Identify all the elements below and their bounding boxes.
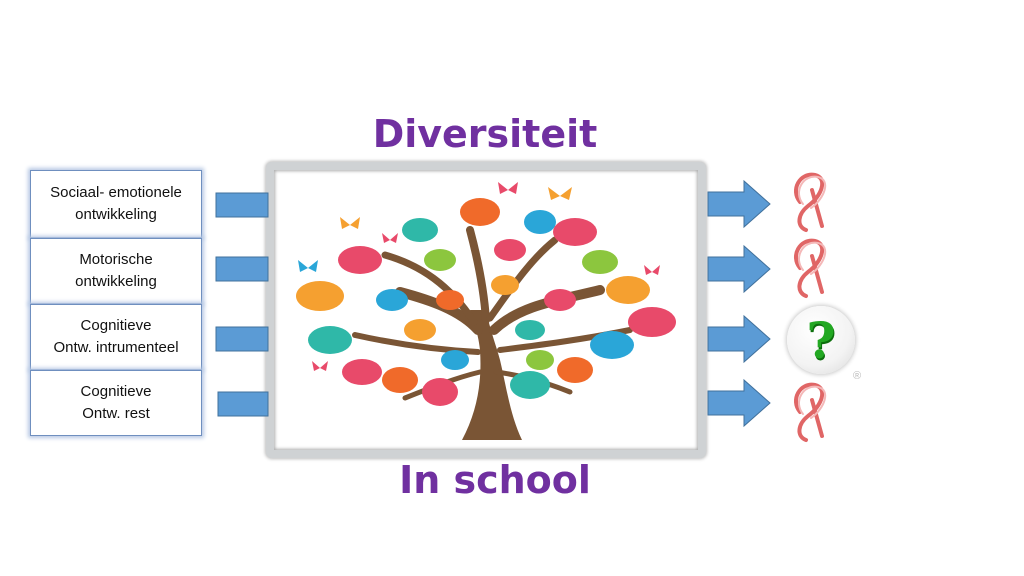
hand-tree-icon [296, 182, 676, 440]
question-icon: ? [787, 306, 855, 374]
dev-box-social-emotional: Sociaal- emotionele ontwikkeling [30, 170, 202, 238]
dev-box-cognitive-rest: Cognitieve Ontw. rest [30, 370, 202, 436]
dev-box-label: Motorische ontwikkeling [75, 251, 157, 290]
output-arrow-1 [707, 179, 771, 229]
question-mark: ? [806, 310, 836, 370]
dev-box-cognitive-instrumental: Cognitieve Ontw. intrumenteel [30, 304, 202, 370]
input-bar-2 [215, 256, 269, 282]
dev-box-label: Cognitieve Ontw. rest [80, 383, 152, 422]
dev-box-motor: Motorische ontwikkeling [30, 238, 202, 304]
output-arrow-4 [707, 378, 771, 428]
diagram-subtitle: In school [399, 458, 591, 502]
output-arrow-3 [707, 314, 771, 364]
input-bar-1 [215, 192, 269, 218]
dev-box-label: Cognitieve Ontw. intrumenteel [53, 317, 179, 356]
logo-icon [794, 172, 827, 232]
output-arrow-2 [707, 244, 771, 294]
input-bar-4 [217, 391, 269, 417]
input-bar-3 [215, 326, 269, 352]
logo-icon [794, 382, 827, 442]
registered-mark: ® [853, 370, 862, 382]
logo-icon [794, 238, 827, 298]
diagram-title: Diversiteit [372, 112, 598, 156]
dev-box-label: Sociaal- emotionele ontwikkeling [50, 184, 182, 223]
